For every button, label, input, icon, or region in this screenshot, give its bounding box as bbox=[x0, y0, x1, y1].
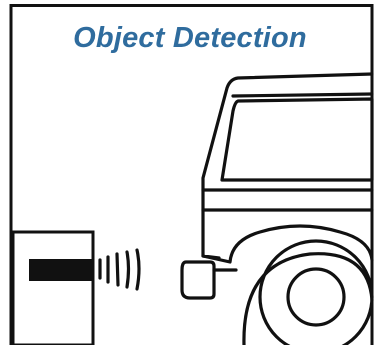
car-icon bbox=[182, 74, 372, 345]
wheel-outer bbox=[260, 241, 372, 345]
parking-sensor-icon bbox=[29, 259, 92, 281]
diagram-title: Object Detection bbox=[0, 20, 380, 56]
obstacle-block bbox=[13, 232, 93, 345]
wheel-inner bbox=[288, 269, 344, 325]
signal-waves-icon bbox=[100, 250, 139, 289]
